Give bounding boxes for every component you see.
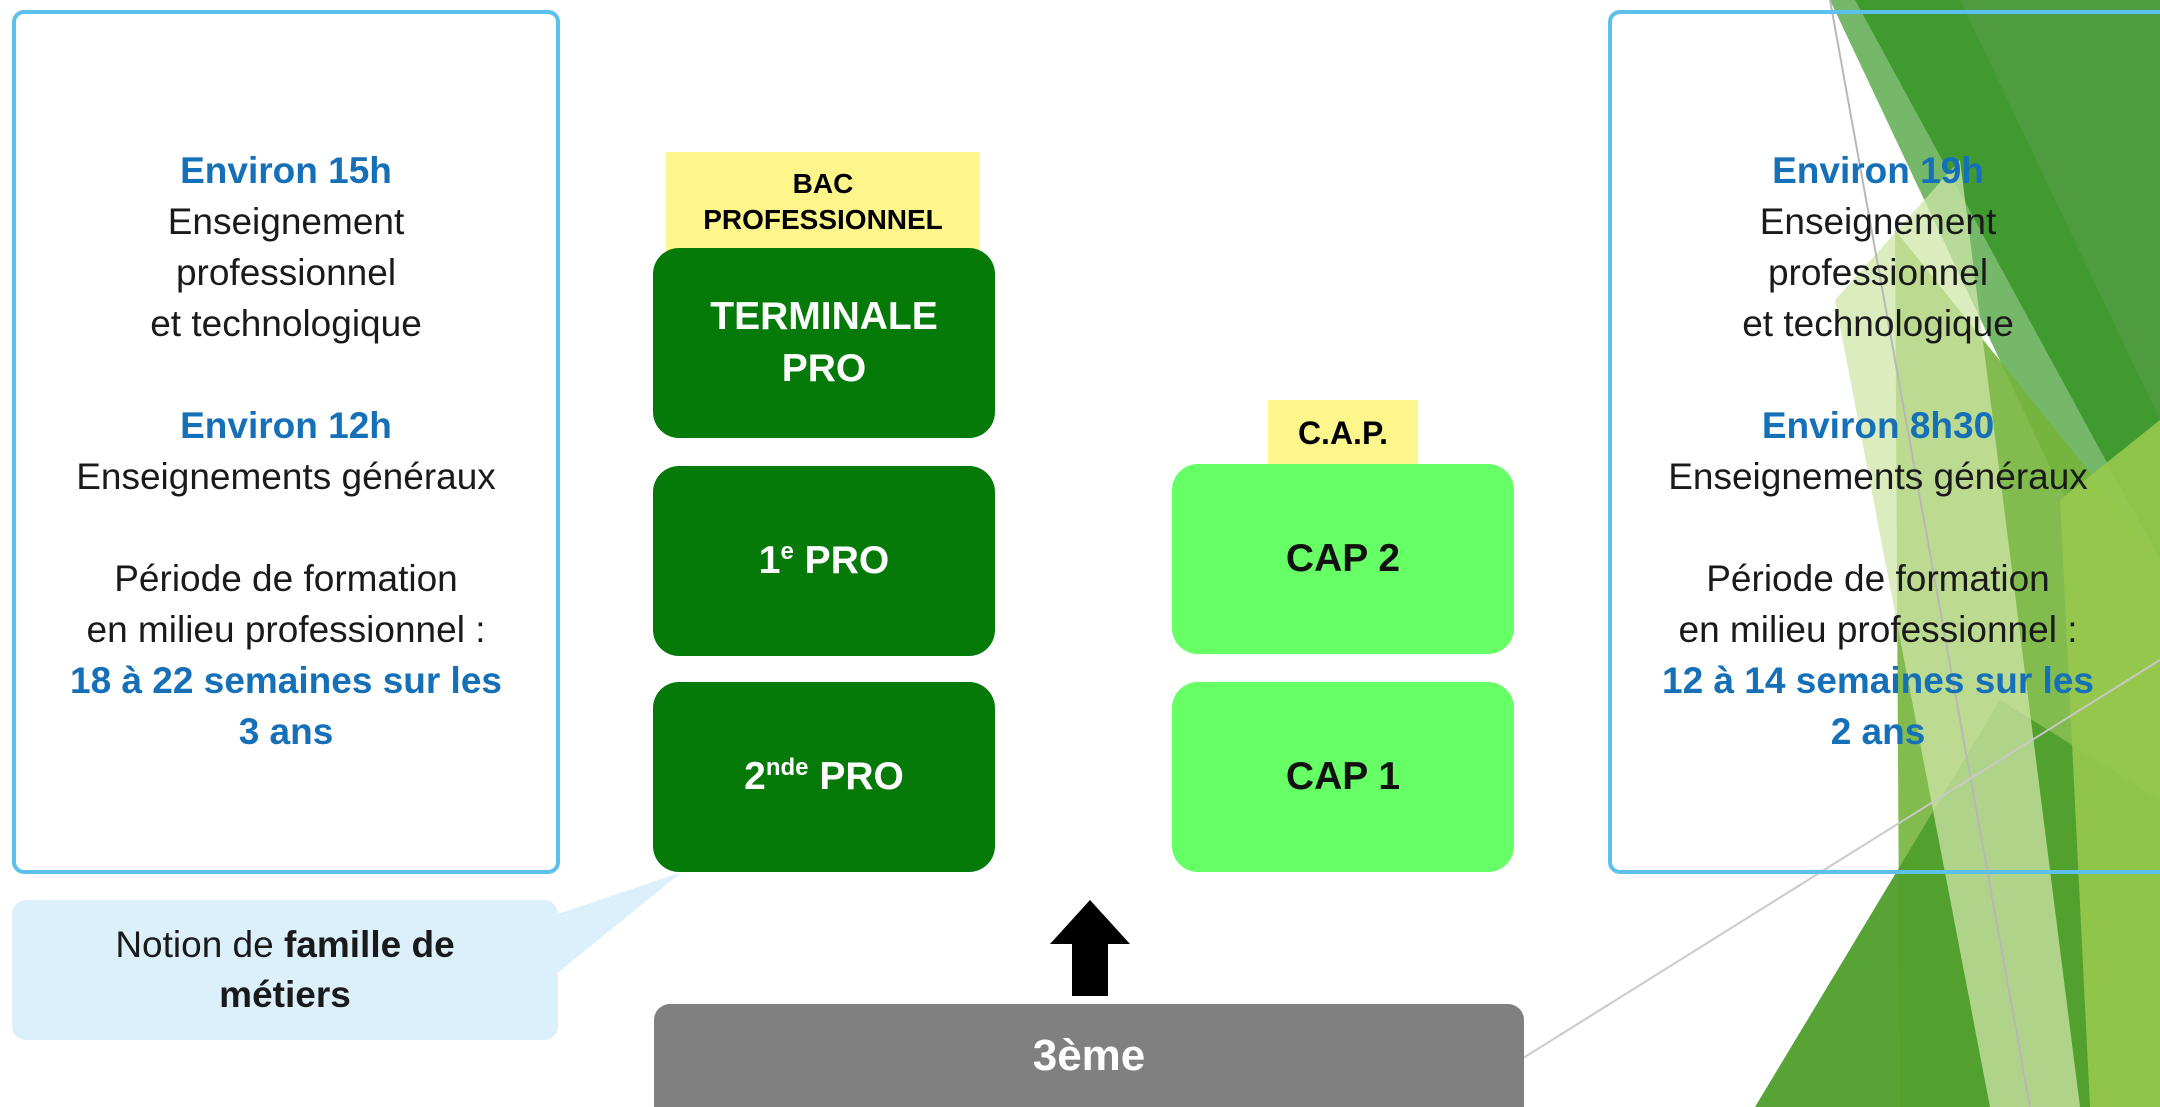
cap1-block: CAP 1 — [1172, 682, 1514, 872]
block-suffix: PRO — [793, 539, 890, 582]
block-suffix: PRO — [808, 755, 904, 798]
callout-prefix: Notion de — [115, 924, 284, 965]
ordinal-number: 1 — [758, 539, 781, 582]
callout-bold: métiers — [219, 974, 351, 1015]
block-label: CAP 2 — [1285, 537, 1401, 580]
bac-pro-label: BAC PROFESSIONNEL — [666, 152, 980, 252]
info-line: et technologique — [1742, 303, 2014, 344]
arrow-up-icon — [1050, 900, 1130, 996]
cap-label: C.A.P. — [1268, 400, 1418, 466]
training-weeks: 12 à 14 semaines sur les — [1662, 660, 2094, 701]
cap2-block: CAP 2 — [1172, 464, 1514, 654]
info-line: en milieu professionnel : — [86, 609, 486, 650]
training-weeks: 2 ans — [1830, 711, 1926, 752]
famille-metiers-callout: Notion de famille de métiers — [12, 900, 558, 1040]
info-line: Enseignements généraux — [1668, 456, 2088, 497]
seconde-pro-block: 2nde PRO — [653, 682, 995, 872]
callout-bold: famille de — [283, 924, 455, 965]
hours-general: Environ 8h30 — [1761, 405, 1995, 446]
cap-label-text: C.A.P. — [1297, 414, 1389, 451]
training-weeks: 18 à 22 semaines sur les — [70, 660, 502, 701]
info-line: Période de formation — [114, 558, 458, 599]
bac-pro-label-line: PROFESSIONNEL — [703, 204, 943, 235]
ordinal-number: 2 — [744, 755, 766, 798]
ordinal-suffix: e — [780, 538, 794, 565]
block-label: PRO — [781, 347, 867, 390]
block-label: 2nde PRO — [744, 751, 904, 803]
training-weeks: 3 ans — [238, 711, 334, 752]
premiere-pro-block: 1e PRO — [653, 466, 995, 656]
hours-professional: Environ 15h — [180, 150, 392, 191]
info-line: professionnel — [175, 252, 397, 293]
bac-pro-info-box: Environ 15h Enseignement professionnel e… — [12, 10, 560, 874]
troisieme-base: 3ème — [654, 1004, 1524, 1107]
ordinal-suffix: nde — [765, 754, 809, 781]
info-line: Enseignement — [167, 201, 405, 242]
block-label: 1e PRO — [759, 535, 889, 587]
base-label: 3ème — [1032, 1030, 1146, 1080]
info-line: professionnel — [1767, 252, 1989, 293]
hours-general: Environ 12h — [180, 405, 392, 446]
block-label: CAP 1 — [1285, 755, 1401, 798]
cap-info-box: Environ 19h Enseignement professionnel e… — [1608, 10, 2160, 874]
info-line: Enseignements généraux — [76, 456, 496, 497]
terminale-pro-block: TERMINALE PRO — [653, 248, 995, 438]
callout-text: Notion de famille de métiers — [115, 920, 454, 1020]
block-label: TERMINALE — [710, 295, 938, 338]
info-line: en milieu professionnel : — [1678, 609, 2078, 650]
info-line: et technologique — [150, 303, 422, 344]
hours-professional: Environ 19h — [1772, 150, 1984, 191]
info-line: Période de formation — [1706, 558, 2050, 599]
bac-pro-label-line: BAC — [792, 168, 854, 199]
info-line: Enseignement — [1759, 201, 1997, 242]
